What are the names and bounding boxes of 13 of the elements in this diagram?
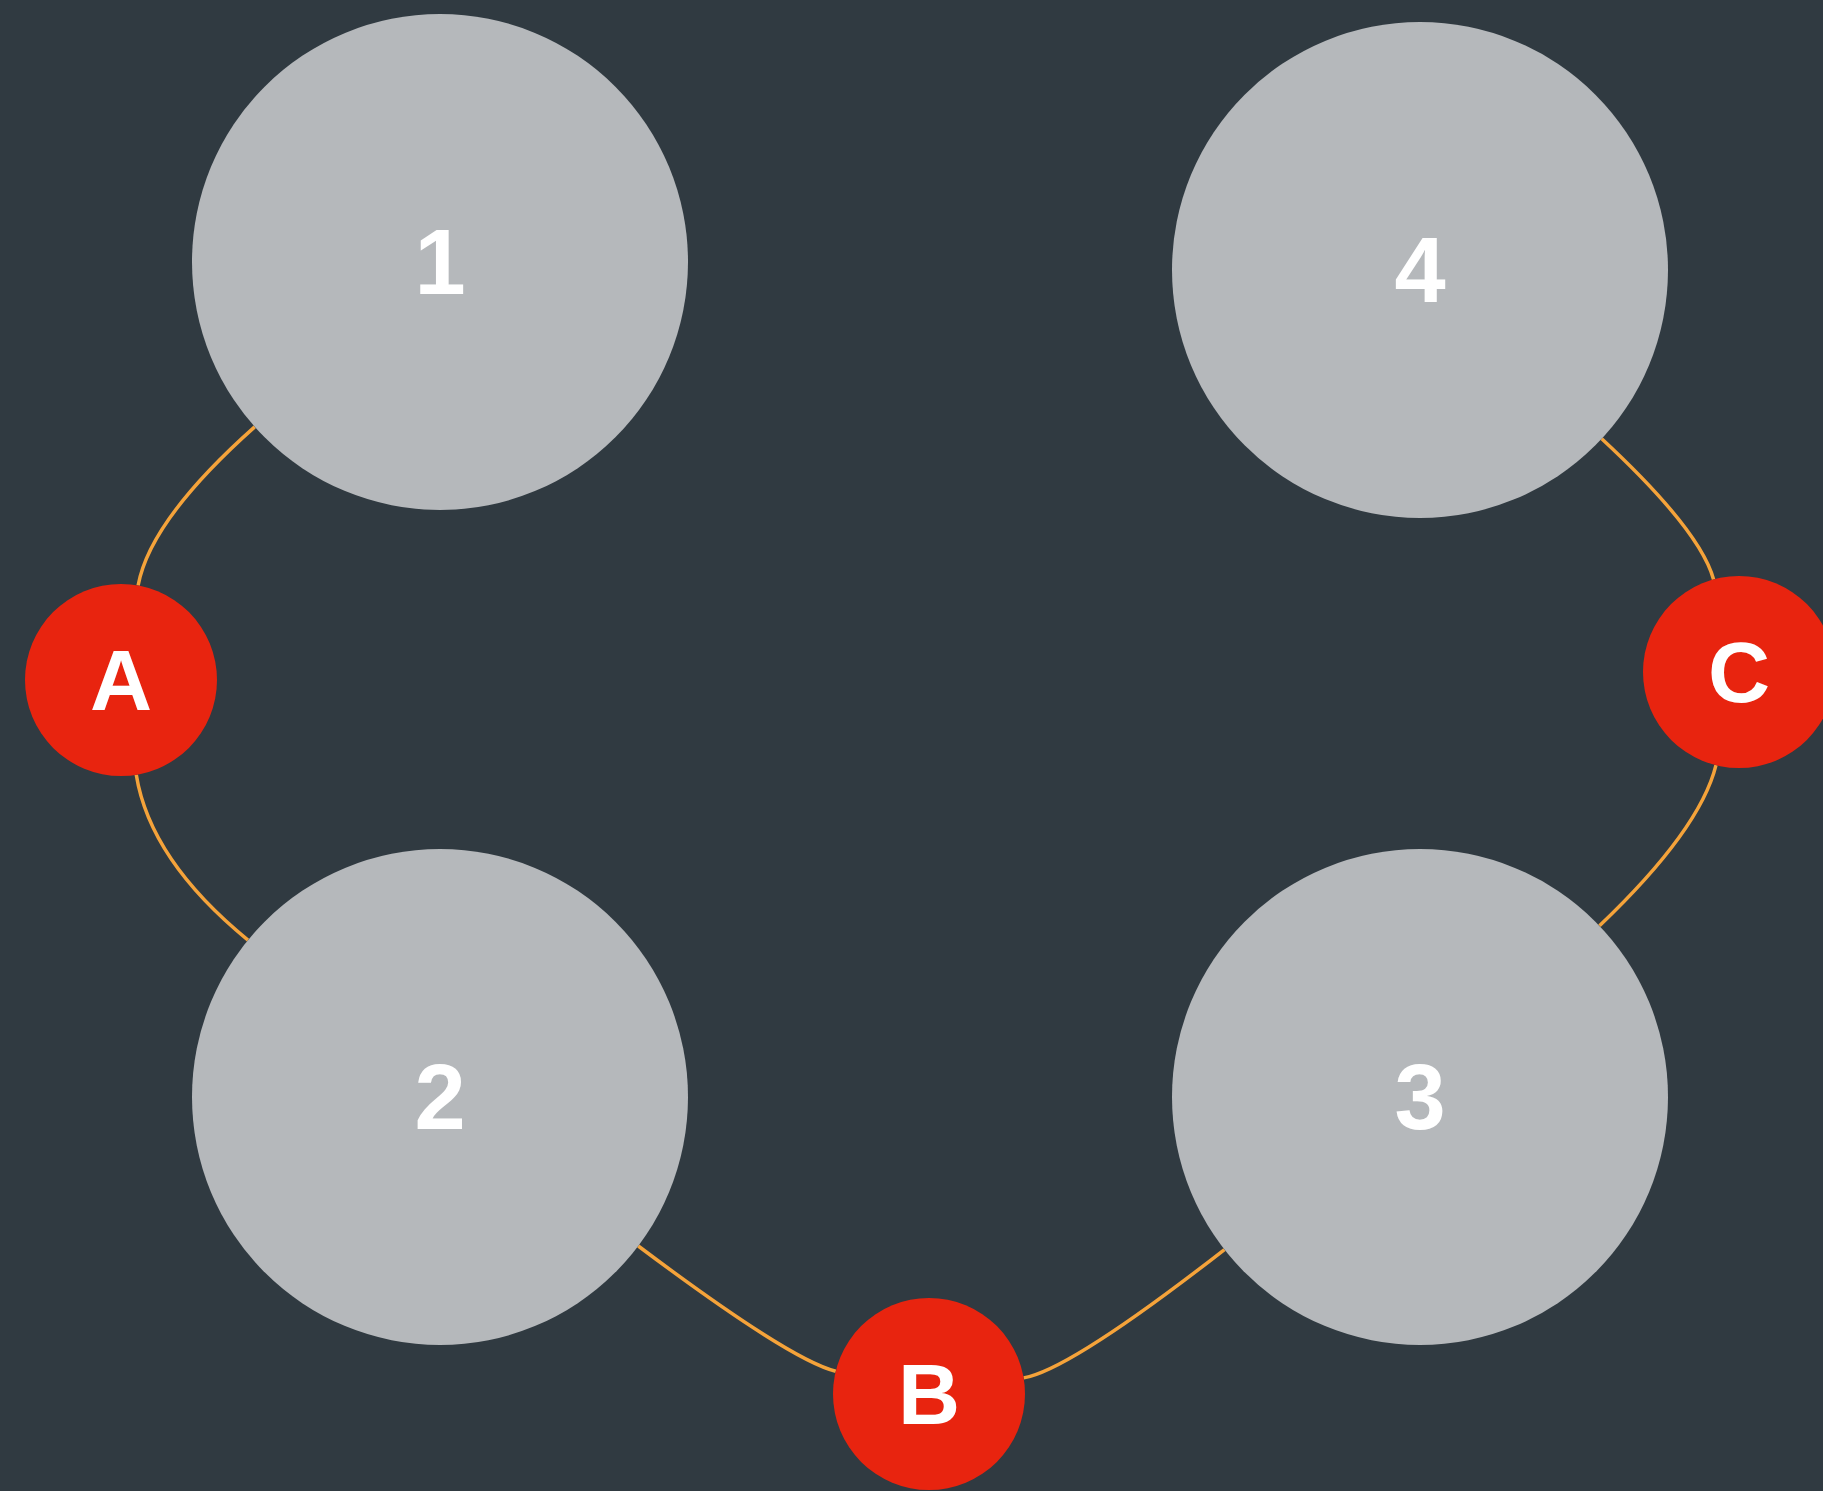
node-label: C <box>1707 629 1771 715</box>
connector-arc <box>1598 764 1718 928</box>
connector-arc <box>1600 437 1716 580</box>
connector-arc <box>637 1244 837 1373</box>
node-label: B <box>897 1351 961 1437</box>
node-label: 3 <box>1394 1051 1446 1143</box>
node-label: A <box>89 637 153 723</box>
node-label: 2 <box>414 1051 466 1143</box>
node-label: 4 <box>1394 224 1446 316</box>
node-label: 1 <box>414 216 466 308</box>
connector-arc <box>134 774 250 942</box>
connector-arc <box>136 425 256 586</box>
connector-arc <box>1023 1248 1226 1380</box>
